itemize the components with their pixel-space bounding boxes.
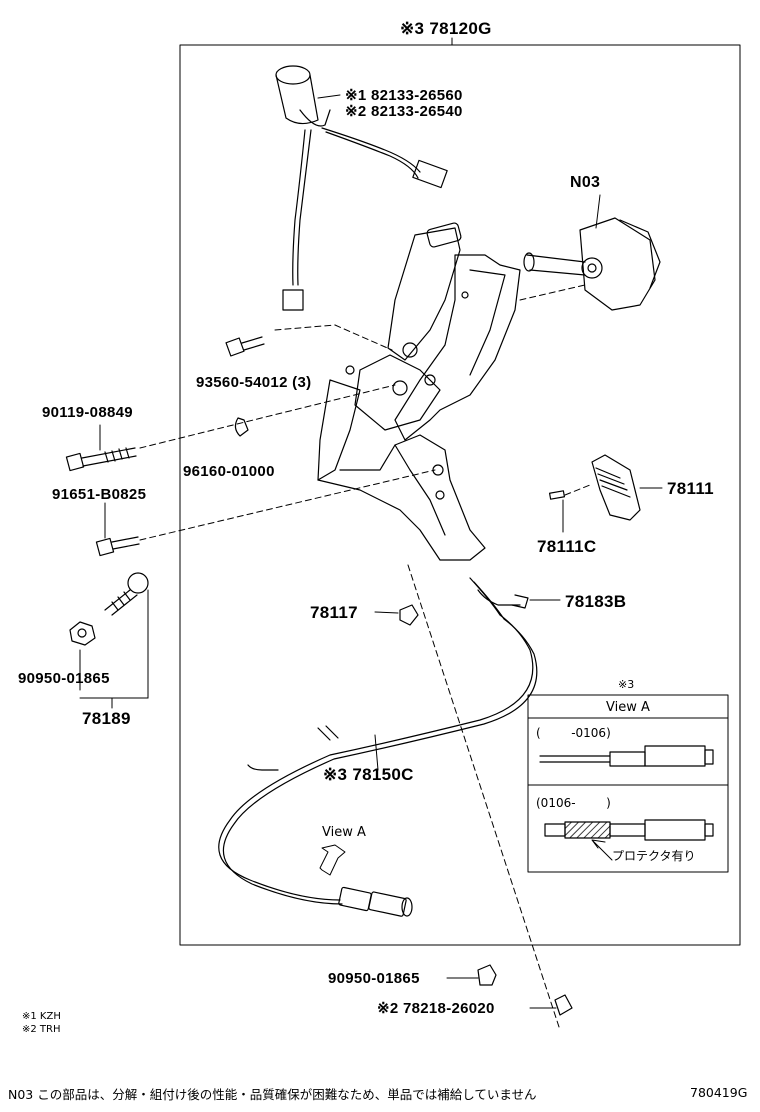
stopper-78117 bbox=[374, 604, 419, 626]
label-sensor-kzh: ※1 82133-26560 bbox=[345, 87, 463, 104]
inset-title: View A bbox=[606, 700, 650, 715]
bolt-93560 bbox=[225, 336, 265, 357]
label-cable-78150c: ※3 78150C bbox=[323, 765, 414, 784]
label-stopper-78117: 78117 bbox=[310, 603, 358, 622]
inset-range-before: ( -0106) bbox=[536, 726, 611, 740]
inset-protector-label: プロテクタ有り bbox=[612, 849, 696, 863]
bushing-90950 bbox=[446, 964, 497, 986]
label-bolt-90119: 90119-08849 bbox=[42, 404, 133, 421]
inset-range-after: (0106- ) bbox=[536, 796, 611, 810]
pedal-bracket bbox=[317, 222, 521, 561]
dashed-leaders bbox=[139, 324, 591, 1031]
label-pad-78111c: 78111C bbox=[537, 537, 597, 556]
sensor-harness bbox=[275, 65, 448, 311]
bolt-90119 bbox=[65, 424, 137, 472]
label-sensor-trh: ※2 82133-26540 bbox=[345, 103, 463, 120]
assembly-frame bbox=[179, 44, 741, 946]
n03-sensor bbox=[519, 194, 661, 311]
figure-id: 780419G bbox=[690, 1085, 748, 1100]
label-main-assy: ※3 78120G bbox=[400, 19, 492, 38]
label-cable-78218: ※2 78218-26020 bbox=[377, 1000, 495, 1017]
bolt-set-78189 bbox=[69, 572, 149, 709]
footnote-trh: ※2 TRH bbox=[22, 1024, 61, 1035]
footnote-kzh: ※1 KZH bbox=[22, 1011, 61, 1022]
inset-marker: ※3 bbox=[618, 678, 635, 691]
label-n03: N03 bbox=[570, 174, 601, 191]
label-bushing-90950: 90950-01865 bbox=[328, 970, 420, 987]
label-bolt-91651: 91651-B0825 bbox=[52, 486, 147, 503]
label-clamp-78183b: 78183B bbox=[565, 592, 627, 611]
pad-clip-78111c bbox=[548, 490, 566, 500]
cable-end-78218 bbox=[529, 994, 573, 1016]
clip-96160 bbox=[234, 417, 249, 437]
view-a-label: View A bbox=[322, 825, 366, 840]
view-a-arrow bbox=[319, 844, 346, 876]
label-clip-96160: 96160-01000 bbox=[183, 463, 275, 480]
view-a-inset bbox=[527, 694, 729, 873]
cable-78150c bbox=[218, 577, 561, 917]
bolt-91651 bbox=[95, 502, 140, 557]
label-nut-90950: 90950-01865 bbox=[18, 670, 110, 687]
label-pad-78111: 78111 bbox=[667, 479, 714, 498]
pedal-pad-78111 bbox=[591, 454, 663, 521]
label-bolt-93560: 93560-54012 (3) bbox=[196, 374, 312, 391]
label-set-78189: 78189 bbox=[82, 709, 131, 728]
bottom-note: N03 この部品は、分解・組付け後の性能・品質確保が困難なため、単品では補給して… bbox=[8, 1087, 537, 1102]
